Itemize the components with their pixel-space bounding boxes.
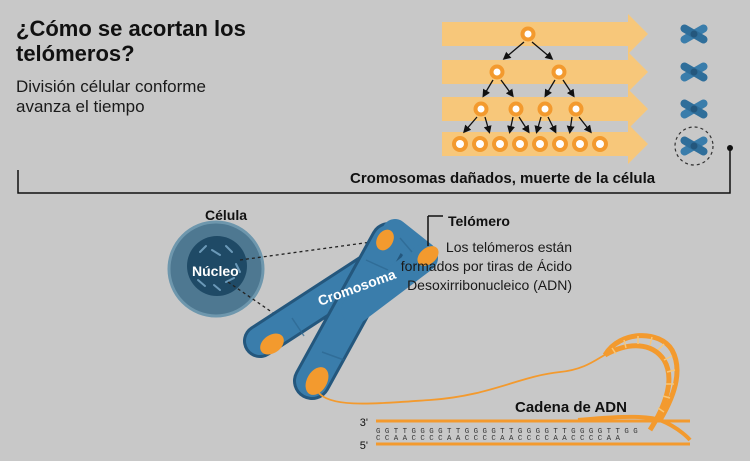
damaged-highlight-circle	[674, 126, 714, 166]
small-chromosome-damaged	[679, 135, 709, 157]
small-chromosome-2	[679, 61, 709, 83]
chromosome-illustration	[243, 219, 439, 400]
telomere-description: Los telómeros están formados por tiras d…	[400, 239, 572, 293]
bracket-line	[17, 148, 731, 194]
small-chromosome-3	[679, 98, 709, 120]
dividing-cells	[452, 26, 608, 152]
dna-strands: 3' 5' G G T T G G G G T T G G G G T T G …	[360, 417, 690, 452]
cell-label: Célula	[205, 207, 248, 223]
nucleus-label: Núcleo	[192, 263, 239, 279]
strand-top-sequence: G G T T G G G G T T G G G G T T G G G G …	[376, 428, 638, 436]
cell-illustration	[167, 220, 265, 318]
telomere-cap	[417, 246, 439, 266]
small-chromosomes	[674, 23, 714, 166]
cell-row-1	[520, 26, 536, 42]
telomere-cap	[260, 333, 284, 355]
telomere-cap	[376, 229, 394, 251]
small-chromosome-1	[679, 23, 709, 45]
division-connectors	[463, 41, 592, 134]
strand-bottom-end: 5'	[360, 440, 368, 452]
dna-helix	[577, 333, 692, 442]
division-arrow-2	[442, 52, 648, 92]
subtitle: División célular conforme avanza el tiem…	[16, 77, 206, 116]
strand-top-end: 3'	[360, 417, 368, 429]
nucleus-chromatin	[197, 245, 241, 291]
cell-row-3	[473, 101, 584, 117]
cell-row-4	[452, 136, 608, 152]
division-arrow-1	[442, 14, 648, 54]
telomere-label: Telómero	[448, 213, 510, 229]
telomere-cap	[305, 367, 329, 395]
cell-row-2	[489, 64, 567, 80]
bracket-dot	[727, 145, 733, 151]
dna-thread	[317, 349, 616, 405]
damaged-chromosomes-label: Cromosomas dañados, muerte de la célula	[350, 170, 656, 187]
page-title: ¿Cómo se acortan los telómeros?	[16, 16, 246, 66]
dna-chain-label: Cadena de ADN	[515, 399, 627, 416]
strand-bottom-sequence: C C A A C C C C A A C C C C A A C C C C …	[376, 435, 620, 443]
